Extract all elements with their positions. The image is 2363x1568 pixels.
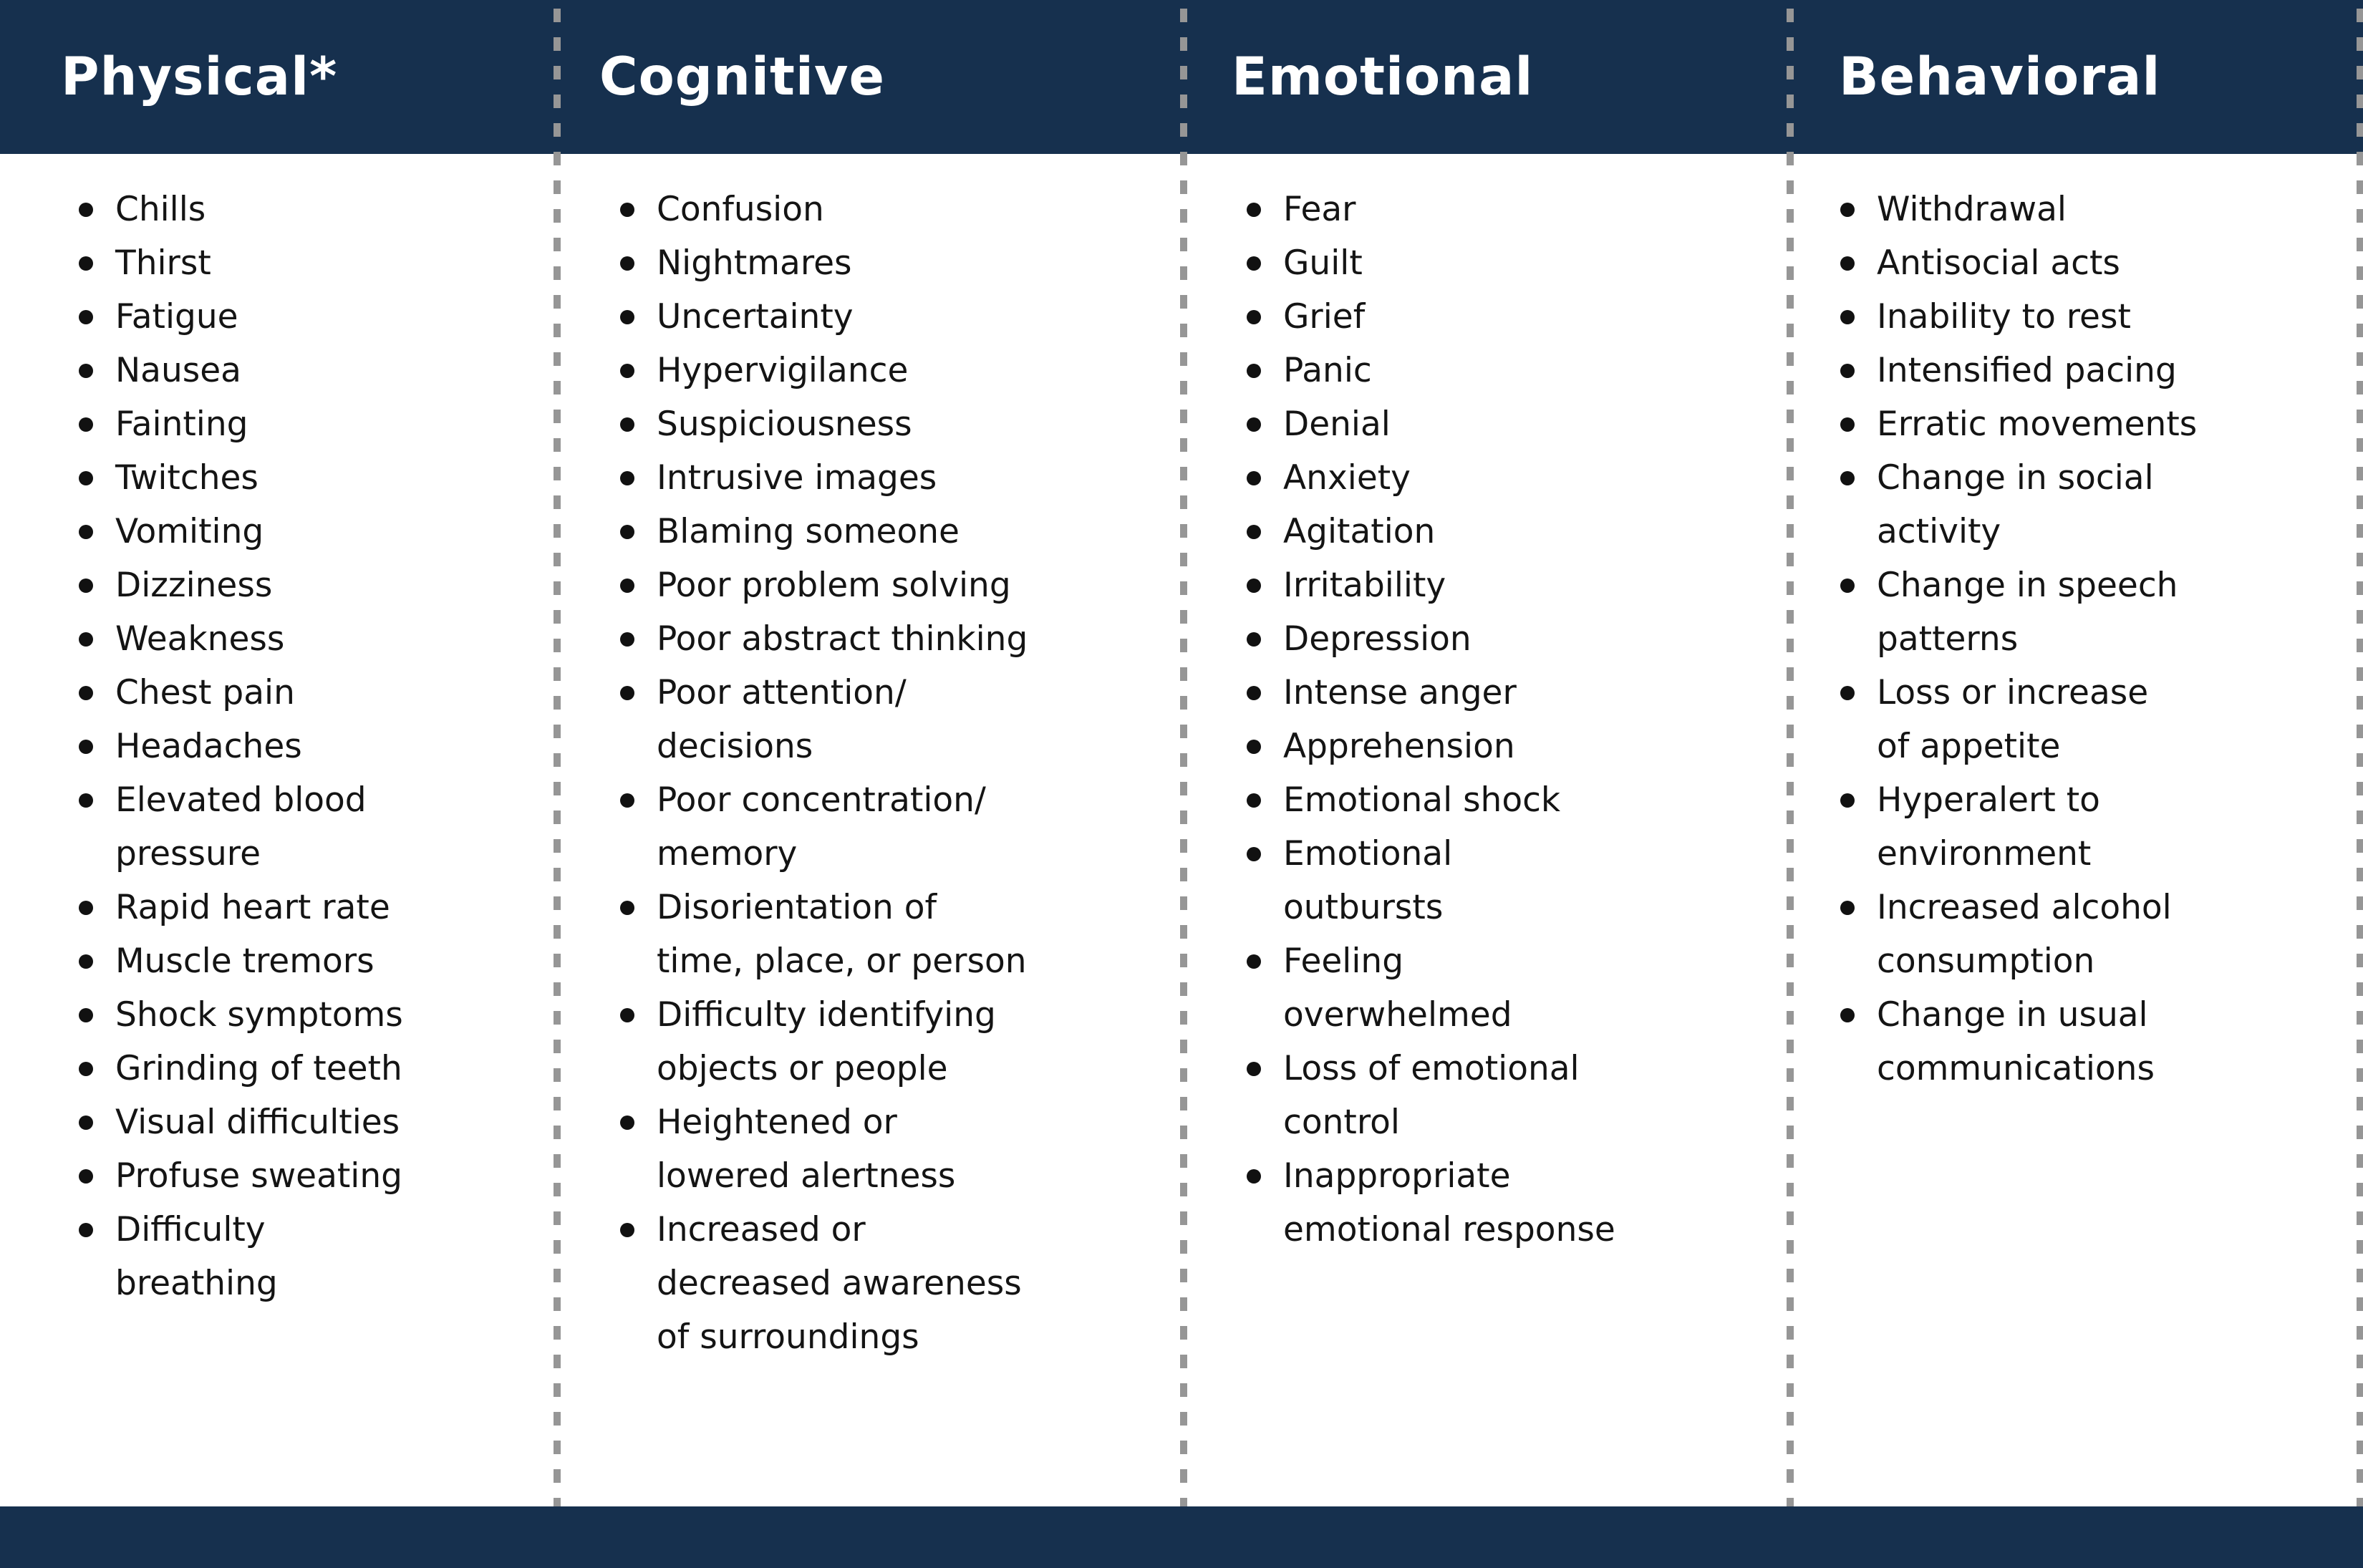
list-item: Intense anger [1242, 666, 1758, 720]
list-item: Change in usual communications [1836, 988, 2337, 1095]
list-item: Poor concentration/ memory [616, 773, 1151, 881]
list-item: Profuse sweating [74, 1149, 536, 1203]
list-item: Thirst [74, 236, 536, 290]
list-item: Guilt [1242, 236, 1758, 290]
list-item: Anxiety [1242, 451, 1758, 505]
footer-band [0, 1506, 2363, 1568]
list-item: Confusion [616, 183, 1151, 236]
list-item: Dizziness [74, 558, 536, 612]
list-item: Feeling overwhelmed [1242, 934, 1758, 1042]
list-item: Rapid heart rate [74, 881, 536, 934]
column-title-behavioral: Behavioral [1839, 47, 2161, 107]
list-item: Poor attention/ decisions [616, 666, 1151, 773]
column-divider [1180, 9, 1187, 1506]
list-item: Uncertainty [616, 290, 1151, 344]
list-item: Vomiting [74, 505, 536, 558]
list-item: Twitches [74, 451, 536, 505]
list-item: Grinding of teeth [74, 1042, 536, 1095]
column-title-cognitive: Cognitive [599, 47, 885, 107]
list-item: Inability to rest [1836, 290, 2337, 344]
list-item: Apprehension [1242, 720, 1758, 773]
list-item: Headaches [74, 720, 536, 773]
list-item: Difficulty breathing [74, 1203, 536, 1310]
list-item: Visual difficulties [74, 1095, 536, 1149]
list-item: Depression [1242, 612, 1758, 666]
list-item: Disorientation of time, place, or person [616, 881, 1151, 988]
list-item: Increased or decreased awareness of surr… [616, 1203, 1151, 1364]
column-divider-edge [2357, 9, 2363, 1506]
list-item: Loss of emotional control [1242, 1042, 1758, 1149]
list-item: Withdrawal [1836, 183, 2337, 236]
list-item: Emotional outbursts [1242, 827, 1758, 934]
list-item: Difficulty identifying objects or people [616, 988, 1151, 1095]
list-item: Hyperalert to environment [1836, 773, 2337, 881]
list-item: Antisocial acts [1836, 236, 2337, 290]
column-divider [554, 9, 561, 1506]
column-title-physical: Physical* [61, 47, 338, 107]
list-item: Fainting [74, 397, 536, 451]
list-item: Chills [74, 183, 536, 236]
list-item: Poor abstract thinking [616, 612, 1151, 666]
list-item: Nightmares [616, 236, 1151, 290]
list-item: Loss or increase of appetite [1836, 666, 2337, 773]
list-item: Agitation [1242, 505, 1758, 558]
list-item: Elevated blood pressure [74, 773, 536, 881]
list-item: Panic [1242, 344, 1758, 397]
list-item: Fatigue [74, 290, 536, 344]
list-item: Intrusive images [616, 451, 1151, 505]
list-item: Denial [1242, 397, 1758, 451]
list-item: Hypervigilance [616, 344, 1151, 397]
list-item: Irritability [1242, 558, 1758, 612]
list-item: Poor problem solving [616, 558, 1151, 612]
column-divider [1787, 9, 1794, 1506]
list-item: Nausea [74, 344, 536, 397]
list-item: Weakness [74, 612, 536, 666]
list-item: Heightened or lowered alertness [616, 1095, 1151, 1203]
list-item: Emotional shock [1242, 773, 1758, 827]
list-item: Erratic movements [1836, 397, 2337, 451]
list-item: Fear [1242, 183, 1758, 236]
list-item: Change in social activity [1836, 451, 2337, 558]
list-item: Shock symptoms [74, 988, 536, 1042]
list-item: Chest pain [74, 666, 536, 720]
list-item: Increased alcohol consumption [1836, 881, 2337, 988]
list-item: Change in speech patterns [1836, 558, 2337, 666]
list-item: Blaming someone [616, 505, 1151, 558]
list-item: Inappropriate emotional response [1242, 1149, 1758, 1257]
list-item: Grief [1242, 290, 1758, 344]
list-item: Suspiciousness [616, 397, 1151, 451]
list-item: Muscle tremors [74, 934, 536, 988]
list-item: Intensified pacing [1836, 344, 2337, 397]
column-title-emotional: Emotional [1232, 47, 1534, 107]
